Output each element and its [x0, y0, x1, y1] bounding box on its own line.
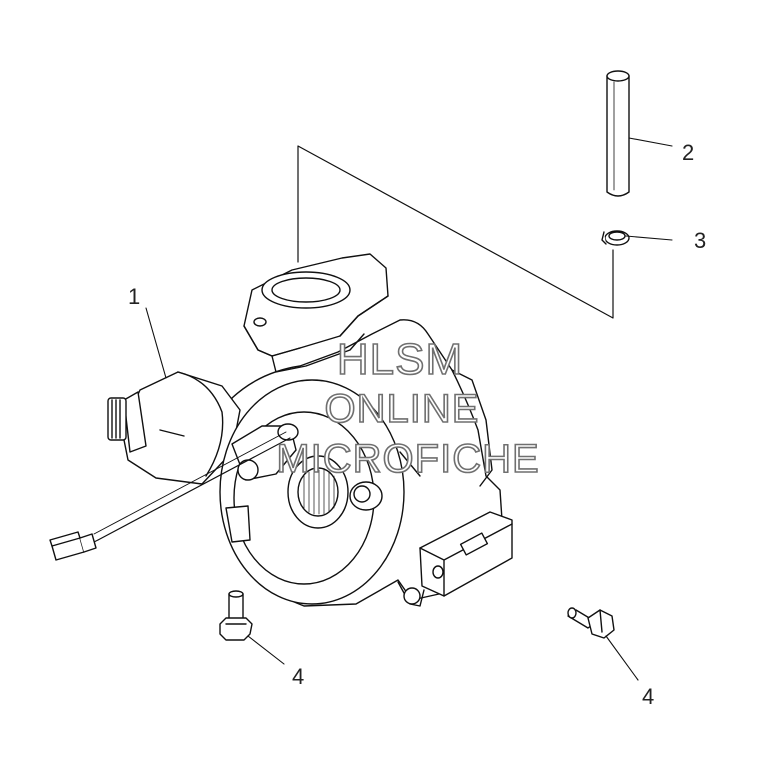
callout-3: 3 [694, 228, 706, 253]
part-4-bolt-left [219, 590, 253, 641]
wire-harness [49, 431, 291, 561]
watermark-line-1: HLSM [337, 335, 463, 384]
leader-3 [625, 235, 673, 241]
watermark-line-3: MICROFICHE [276, 437, 539, 481]
motor-body [121, 371, 241, 485]
part-1-assembly [107, 253, 513, 607]
callout-2: 2 [682, 140, 694, 165]
part-2-hose [606, 70, 630, 197]
leader-1 [145, 307, 167, 379]
spline-shaft [303, 469, 335, 515]
watermark-line-2: ONLINE [325, 387, 480, 431]
callout-1: 1 [128, 284, 140, 309]
leader-4b [605, 635, 639, 681]
callout-4-left: 4 [292, 664, 304, 689]
part-3-clamp [601, 230, 630, 246]
leader-2 [628, 137, 673, 147]
callout-4-right: 4 [642, 684, 654, 709]
wire-connector [49, 531, 97, 561]
assembly-reference-line [297, 145, 614, 319]
leader-4a [247, 635, 285, 665]
part-4-bolt-right [567, 607, 615, 639]
